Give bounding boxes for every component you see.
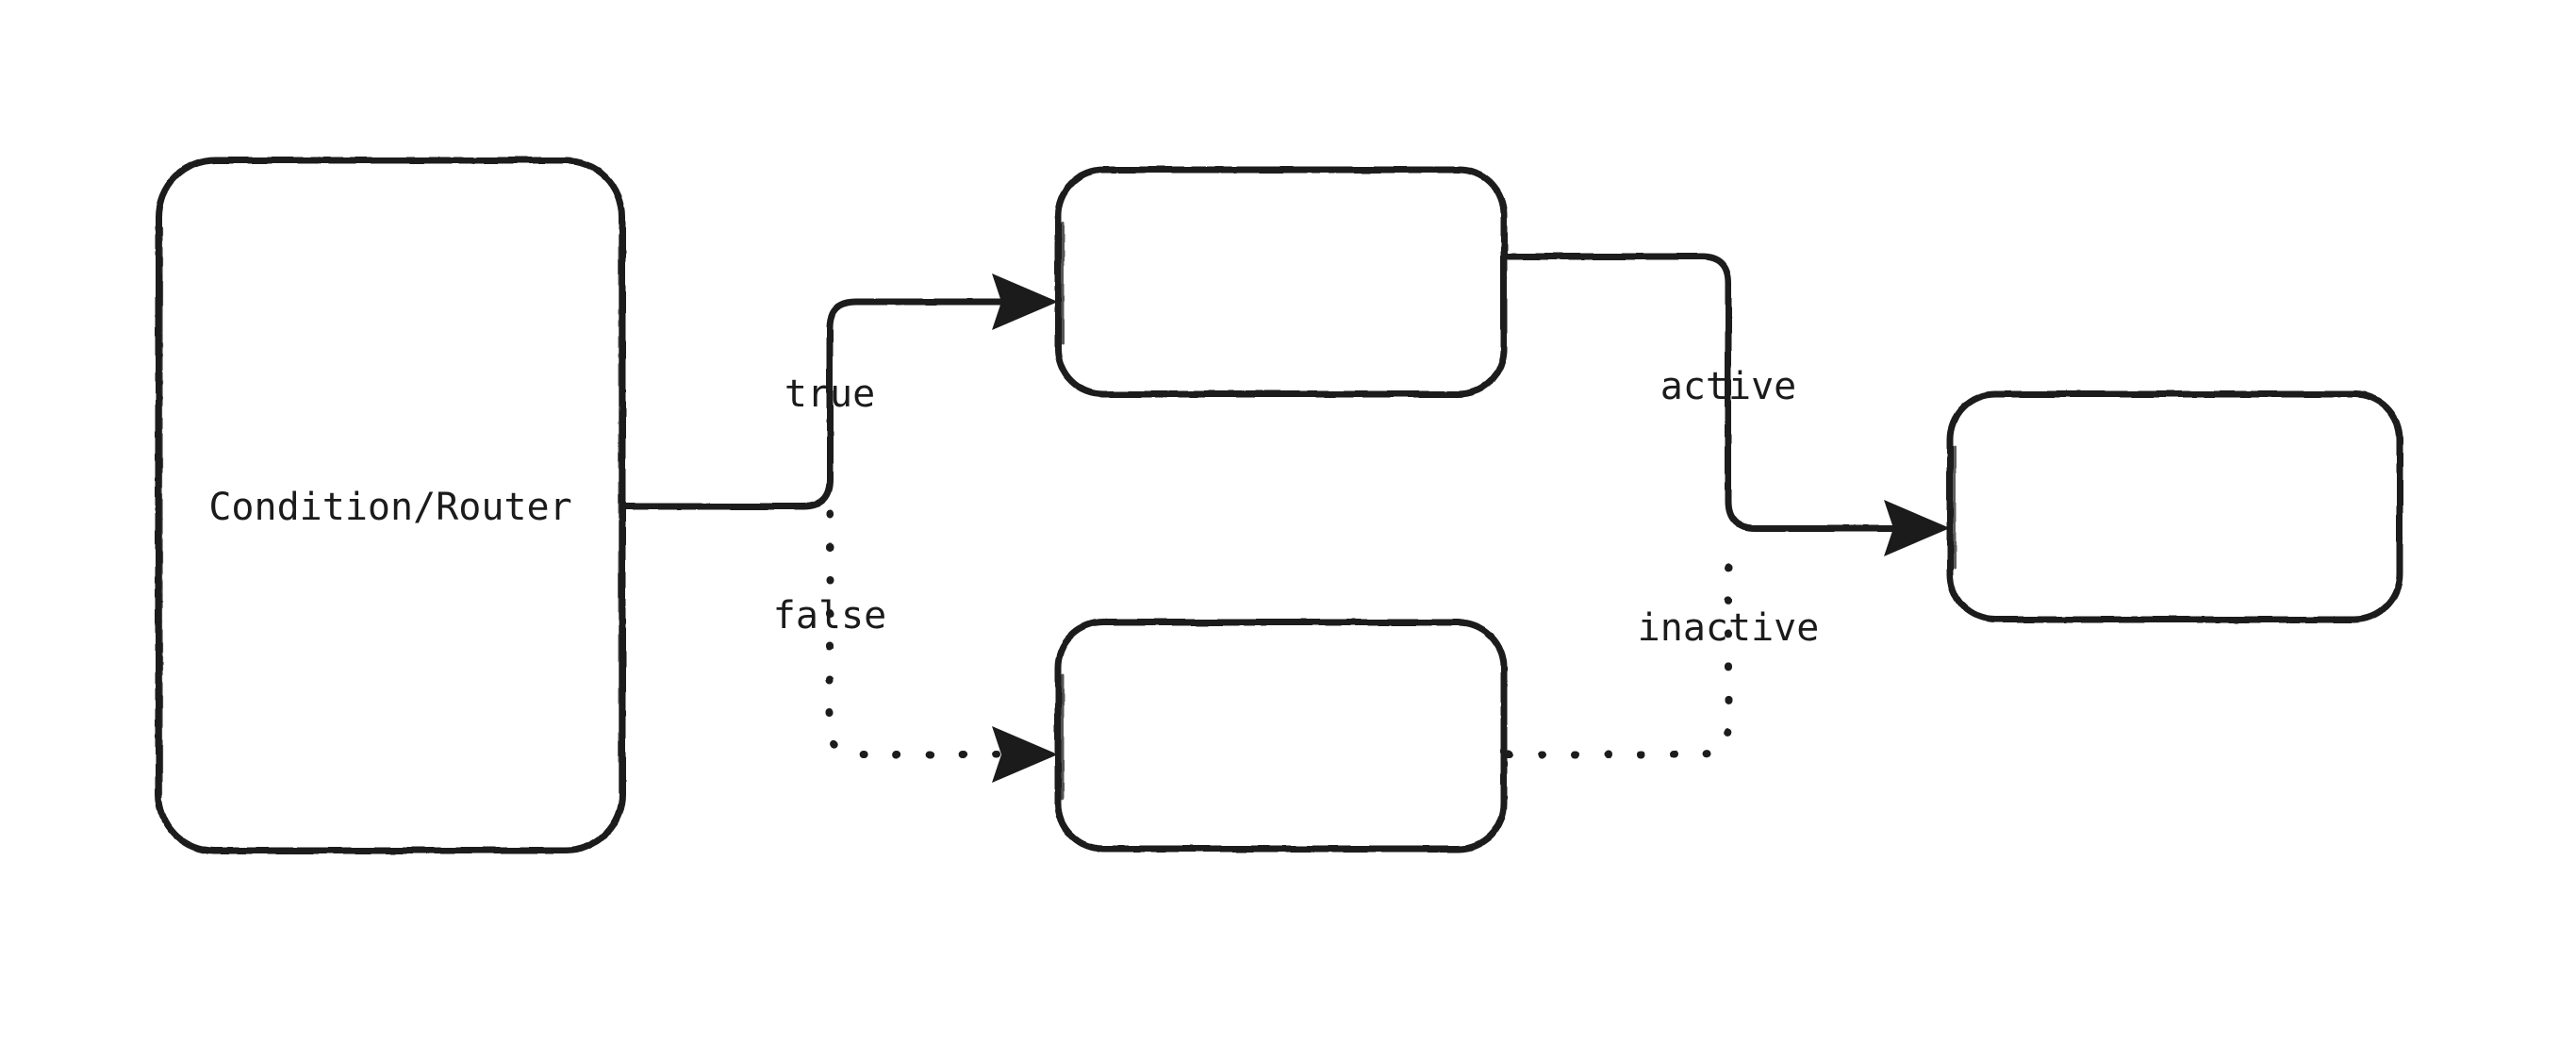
edge-true-label: true [784, 373, 875, 416]
node-false-branch-shape [1054, 619, 1508, 853]
edge-active[interactable]: active [1505, 253, 1950, 556]
edge-active-label: active [1660, 365, 1797, 408]
edge-false-arrowhead [992, 726, 1058, 783]
edge-true[interactable]: true [620, 273, 1058, 510]
node-merge-shape [1946, 390, 2403, 623]
edge-true-line [620, 298, 1052, 510]
edge-active-arrowhead [1884, 500, 1950, 556]
node-merge[interactable] [1946, 390, 2403, 623]
edge-false[interactable]: false [773, 510, 1058, 783]
node-condition-router-label: Condition/Router [208, 486, 571, 529]
node-true-branch-shape [1054, 166, 1508, 398]
edge-active-line [1505, 253, 1944, 532]
edge-inactive[interactable]: inactive [1505, 536, 1820, 758]
edge-false-line [826, 510, 1052, 758]
edge-inactive-label: inactive [1638, 606, 1820, 650]
node-true-branch[interactable] [1054, 166, 1508, 398]
edge-false-label: false [773, 594, 886, 638]
edge-true-arrowhead [992, 273, 1058, 330]
node-condition-router[interactable]: Condition/Router [155, 157, 626, 854]
node-false-branch[interactable] [1054, 619, 1508, 853]
